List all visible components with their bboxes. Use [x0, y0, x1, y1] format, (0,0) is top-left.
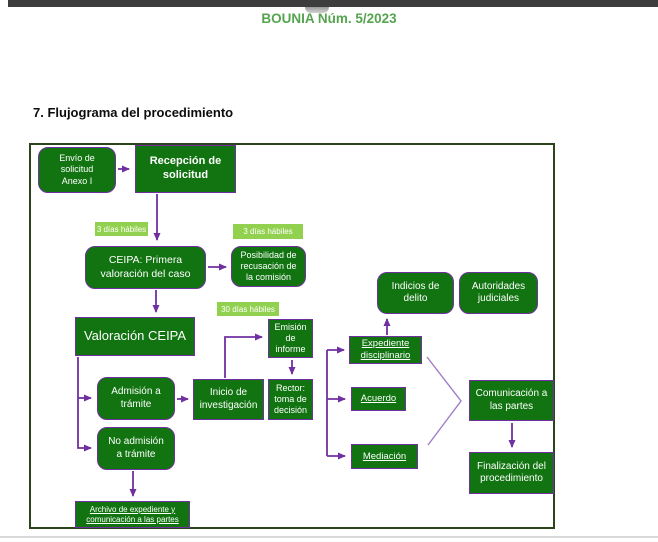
- bulletin-header: BOUNIA Núm. 5/2023: [261, 11, 397, 26]
- node-ceipa-primera-valoracion: CEIPA: Primera valoración del caso: [85, 246, 206, 289]
- node-archivo-expediente: Archivo de expediente y comunicación a l…: [75, 501, 190, 528]
- node-posibilidad-recusacion: Posibilidad de recusación de la comisión: [231, 246, 306, 287]
- node-recepcion-solicitud: Recepción de solicitud: [135, 145, 236, 193]
- node-acuerdo: Acuerdo: [351, 387, 406, 411]
- time-label-3-dias-1: 3 días hábiles: [95, 222, 148, 236]
- section-title: 7. Flujograma del procedimiento: [33, 105, 234, 120]
- node-autoridades-judiciales: Autoridades judiciales: [459, 272, 538, 314]
- node-emision-informe: Emisión de informe: [268, 319, 313, 358]
- node-indicios-delito: Indicios de delito: [377, 272, 454, 314]
- gray-tab: [305, 7, 329, 13]
- node-valoracion-ceipa: Valoración CEIPA: [75, 317, 195, 356]
- top-bar: [8, 0, 658, 7]
- node-mediacion: Mediación: [351, 444, 418, 469]
- node-comunicacion-partes: Comunicación a las partes: [469, 380, 554, 421]
- time-label-30-dias: 30 días hábiles: [217, 302, 279, 316]
- node-admision-tramite: Admisión a trámite: [97, 377, 175, 420]
- node-no-admision-tramite: No admisión a trámite: [97, 427, 175, 470]
- time-label-3-dias-2: 3 días hábiles: [233, 224, 303, 239]
- node-rector-decision: Rector: toma de decisión: [268, 379, 313, 420]
- node-inicio-investigacion: Inicio de investigación: [193, 379, 264, 420]
- bottom-divider: [0, 536, 658, 538]
- node-finalizacion-procedimiento: Finalización del procedimiento: [469, 452, 554, 494]
- node-envio-solicitud: Envío de solicitud Anexo I: [38, 147, 116, 193]
- node-expediente-disciplinario: Expediente disciplinario: [349, 336, 422, 364]
